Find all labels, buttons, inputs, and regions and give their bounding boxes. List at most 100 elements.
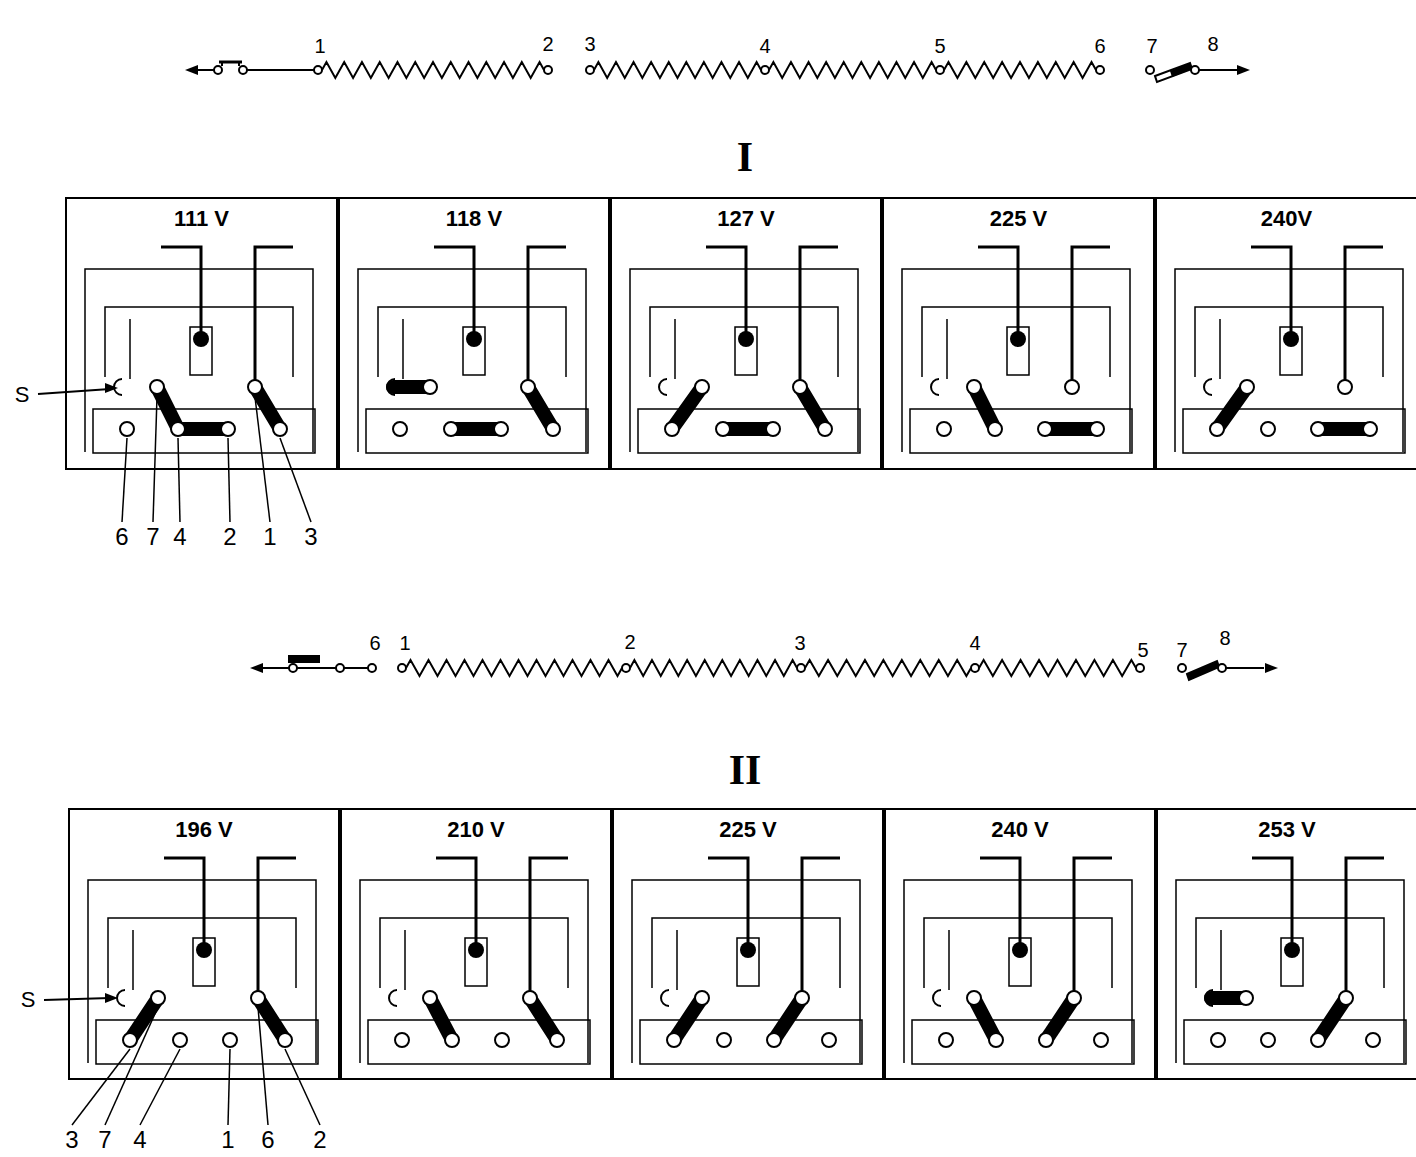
terminal-number: 4 [758, 36, 771, 56]
frame-line [904, 880, 1132, 1063]
terminal [550, 1033, 564, 1047]
voltage-label: 111 V [67, 207, 336, 231]
terminal [1338, 380, 1352, 394]
switch-contact [389, 990, 397, 1006]
supply-wire [528, 247, 566, 387]
frame-line [85, 269, 313, 452]
supply-wire [161, 247, 201, 337]
terminal-strip [638, 409, 860, 453]
terminal [793, 380, 807, 394]
contact-dot [466, 331, 482, 347]
supply-wire [1346, 858, 1384, 998]
terminal-number: 1 [398, 633, 411, 653]
terminal [1261, 422, 1275, 436]
supply-wire [706, 247, 746, 337]
voltage-panel: 240V [1155, 197, 1416, 470]
terminal [766, 422, 780, 436]
frame-line [946, 319, 948, 379]
terminal [1261, 1033, 1275, 1047]
terminal [717, 1033, 731, 1047]
wire [153, 397, 157, 522]
terminal [1311, 422, 1325, 436]
frame-line [902, 269, 1130, 452]
callout-number: 3 [64, 1128, 79, 1152]
terminal [665, 422, 679, 436]
terminal [214, 66, 222, 74]
terminal [1239, 991, 1253, 1005]
terminal [1178, 664, 1186, 672]
terminal [368, 664, 376, 672]
terminal [151, 991, 165, 1005]
terminal [818, 422, 832, 436]
frame-line [652, 918, 840, 988]
terminal-number: 8 [1206, 34, 1219, 54]
frame-line [674, 319, 676, 379]
frame-line [1175, 269, 1403, 452]
switch-contact [1204, 379, 1212, 395]
callout-number: 4 [172, 525, 187, 549]
selector-panel-drawing [904, 858, 1134, 1064]
supply-wire [978, 247, 1018, 337]
arrow-head [105, 993, 118, 1003]
frame-line [650, 307, 838, 377]
voltage-label: 196 V [70, 818, 338, 842]
frame-line [632, 880, 860, 1063]
frame-line [132, 930, 134, 990]
voltage-panel: 111 V [65, 197, 338, 470]
terminal [445, 1033, 459, 1047]
wire [285, 1049, 320, 1125]
terminal [939, 1033, 953, 1047]
supply-wire [434, 247, 474, 337]
terminal-strip [366, 409, 588, 453]
frame-line [676, 930, 678, 990]
frame-line [924, 918, 1112, 988]
supply-wire [802, 858, 840, 998]
terminal [967, 380, 981, 394]
frame-line [948, 930, 950, 990]
voltage-panel: 225 V [882, 197, 1155, 470]
contact-holder [737, 938, 759, 986]
frame-line [402, 319, 404, 379]
voltage-label: 240 V [886, 818, 1154, 842]
resistor-symbol [944, 62, 1096, 78]
switch-contact [661, 990, 669, 1006]
terminal [123, 1033, 137, 1047]
terminal [1094, 1033, 1108, 1047]
callout-number: 1 [220, 1128, 235, 1152]
terminal [173, 1033, 187, 1047]
frame-line [1219, 319, 1221, 379]
wire [44, 998, 110, 1000]
voltage-label: 225 V [884, 207, 1153, 231]
callout-number: 6 [260, 1128, 275, 1152]
contact-holder [1280, 327, 1302, 375]
frame-line [1195, 307, 1383, 377]
frame-line [1196, 918, 1384, 988]
wire [197, 69, 214, 71]
terminal [546, 422, 560, 436]
figure-number: II [728, 749, 763, 791]
frame-line [88, 880, 316, 1063]
voltage-panel: 196 V [68, 808, 340, 1080]
terminal [695, 380, 709, 394]
resistor-symbol [805, 660, 971, 676]
wire [280, 438, 311, 522]
terminal-number: 8 [1218, 628, 1231, 648]
terminal [989, 1033, 1003, 1047]
terminal-strip [912, 1020, 1134, 1064]
terminal [523, 991, 537, 1005]
terminal [1136, 664, 1144, 672]
voltage-label: 253 V [1158, 818, 1416, 842]
callout-number: 3 [303, 525, 318, 549]
contact-dot [1010, 331, 1026, 347]
arrow-head [1265, 663, 1278, 673]
terminal [223, 1033, 237, 1047]
voltage-label: 210 V [342, 818, 610, 842]
terminal [622, 664, 630, 672]
switch-contact [931, 379, 939, 395]
supply-wire [1345, 247, 1383, 387]
callout-number: 2 [222, 525, 237, 549]
voltage-label: 240V [1157, 207, 1416, 231]
callout-number: 4 [132, 1128, 147, 1152]
